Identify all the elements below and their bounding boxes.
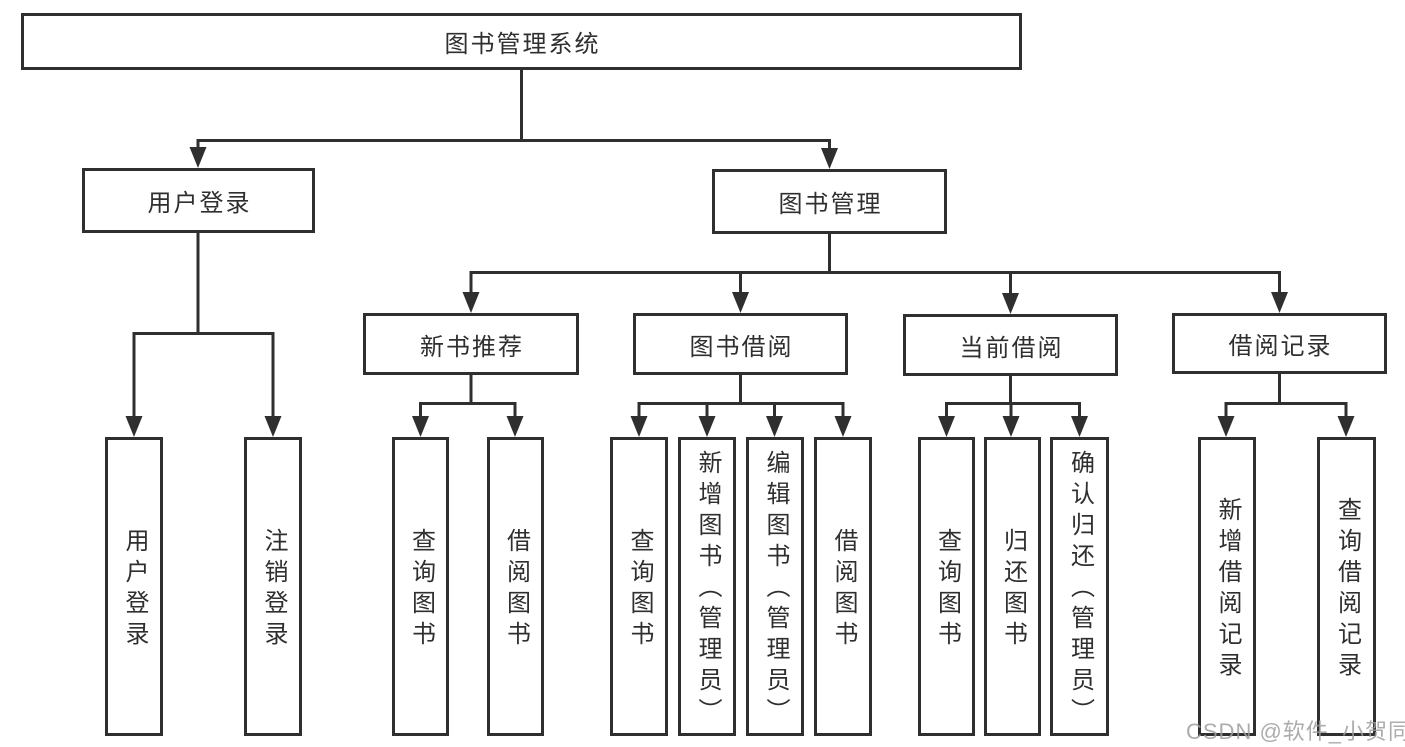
connector-borrow-records-rail	[1224, 402, 1348, 421]
arrowhead	[462, 292, 480, 313]
arrowhead	[1071, 416, 1088, 437]
node-root-label: 图书管理系统	[444, 31, 601, 58]
node-leaf-logout: 注销登录	[244, 437, 302, 736]
node-user-login-label: 用户登录	[147, 190, 252, 217]
node-leaf-add-book-admin-label: 新增图书（管理员）	[694, 450, 721, 729]
node-leaf-confirm-return-admin-label: 确认归还（管理员）	[1066, 450, 1094, 729]
arrowhead	[1002, 416, 1020, 437]
node-leaf-query-book-borrow: 查询图书	[610, 437, 668, 736]
node-leaf-query-book-rec-label: 查询图书	[407, 527, 435, 652]
arrowhead	[1217, 416, 1235, 437]
arrowhead	[189, 147, 207, 168]
node-borrow-records-label: 借阅记录	[1228, 333, 1333, 360]
node-leaf-borrow-book-borrow: 借阅图书	[814, 437, 872, 736]
node-current-borrow: 当前借阅	[903, 314, 1118, 376]
node-book-borrow-label: 图书借阅	[689, 333, 794, 361]
csdn-watermark: CSDN @软件_小贺同学	[1186, 719, 1405, 744]
connector-book-borrow-rail	[637, 402, 845, 421]
node-user-login: 用户登录	[82, 168, 315, 233]
node-root: 图书管理系统	[21, 13, 1022, 70]
arrowhead	[732, 292, 749, 313]
node-book-mgmt-label: 图书管理	[778, 191, 883, 218]
node-current-borrow-label: 当前借阅	[959, 334, 1064, 362]
arrowhead	[766, 416, 783, 437]
arrowhead	[506, 416, 524, 437]
arrowhead	[630, 416, 648, 437]
node-new-book-rec: 新书推荐	[363, 313, 579, 375]
node-leaf-user-login-label: 用户登录	[121, 527, 148, 652]
connector-user-login-rail	[132, 332, 275, 421]
node-leaf-edit-book-admin-label: 编辑图书（管理员）	[762, 450, 789, 729]
node-leaf-user-login: 用户登录	[105, 437, 163, 736]
arrowheads	[125, 147, 1355, 437]
node-leaf-add-borrow-record-label: 新增借阅记录	[1214, 496, 1241, 683]
connector-level1-rail	[196, 139, 831, 153]
node-leaf-query-borrow-record-label: 查询借阅记录	[1333, 496, 1361, 683]
arrowhead	[938, 416, 955, 437]
arrowhead	[698, 416, 716, 437]
arrowhead	[264, 416, 282, 437]
node-leaf-logout-label: 注销登录	[260, 527, 287, 652]
connector-new-book-rec-rail	[419, 402, 517, 421]
node-leaf-query-borrow-record: 查询借阅记录	[1317, 437, 1376, 736]
node-leaf-add-borrow-record: 新增借阅记录	[1198, 437, 1256, 736]
arrowhead	[412, 416, 429, 437]
node-book-mgmt: 图书管理	[712, 169, 947, 234]
arrowhead	[1337, 416, 1355, 437]
node-leaf-borrow-book-rec-label: 借阅图书	[502, 527, 530, 652]
arrowhead	[821, 148, 838, 169]
node-leaf-return-book: 归还图书	[984, 437, 1041, 736]
node-leaf-return-book-label: 归还图书	[999, 527, 1027, 652]
node-leaf-query-book-borrow-label: 查询图书	[626, 527, 653, 652]
node-leaf-edit-book-admin: 编辑图书（管理员）	[746, 437, 804, 736]
node-leaf-confirm-return-admin: 确认归还（管理员）	[1050, 437, 1109, 736]
node-leaf-query-book-current: 查询图书	[918, 437, 975, 736]
arrowhead	[1002, 293, 1019, 314]
arrowhead	[834, 416, 852, 437]
node-leaf-add-book-admin: 新增图书（管理员）	[678, 437, 736, 736]
arrowhead	[125, 416, 143, 437]
connector-current-borrow-rail	[945, 402, 1081, 421]
connector-book-mgmt-rail	[469, 271, 1281, 297]
node-borrow-records: 借阅记录	[1172, 313, 1387, 374]
node-book-borrow: 图书借阅	[633, 313, 848, 375]
node-new-book-rec-label: 新书推荐	[420, 333, 524, 361]
node-leaf-borrow-book-borrow-label: 借阅图书	[830, 527, 857, 652]
node-leaf-query-book-current-label: 查询图书	[933, 527, 961, 652]
arrowhead	[1271, 292, 1288, 313]
node-leaf-query-book-rec: 查询图书	[392, 437, 449, 736]
node-leaf-borrow-book-rec: 借阅图书	[487, 437, 544, 736]
